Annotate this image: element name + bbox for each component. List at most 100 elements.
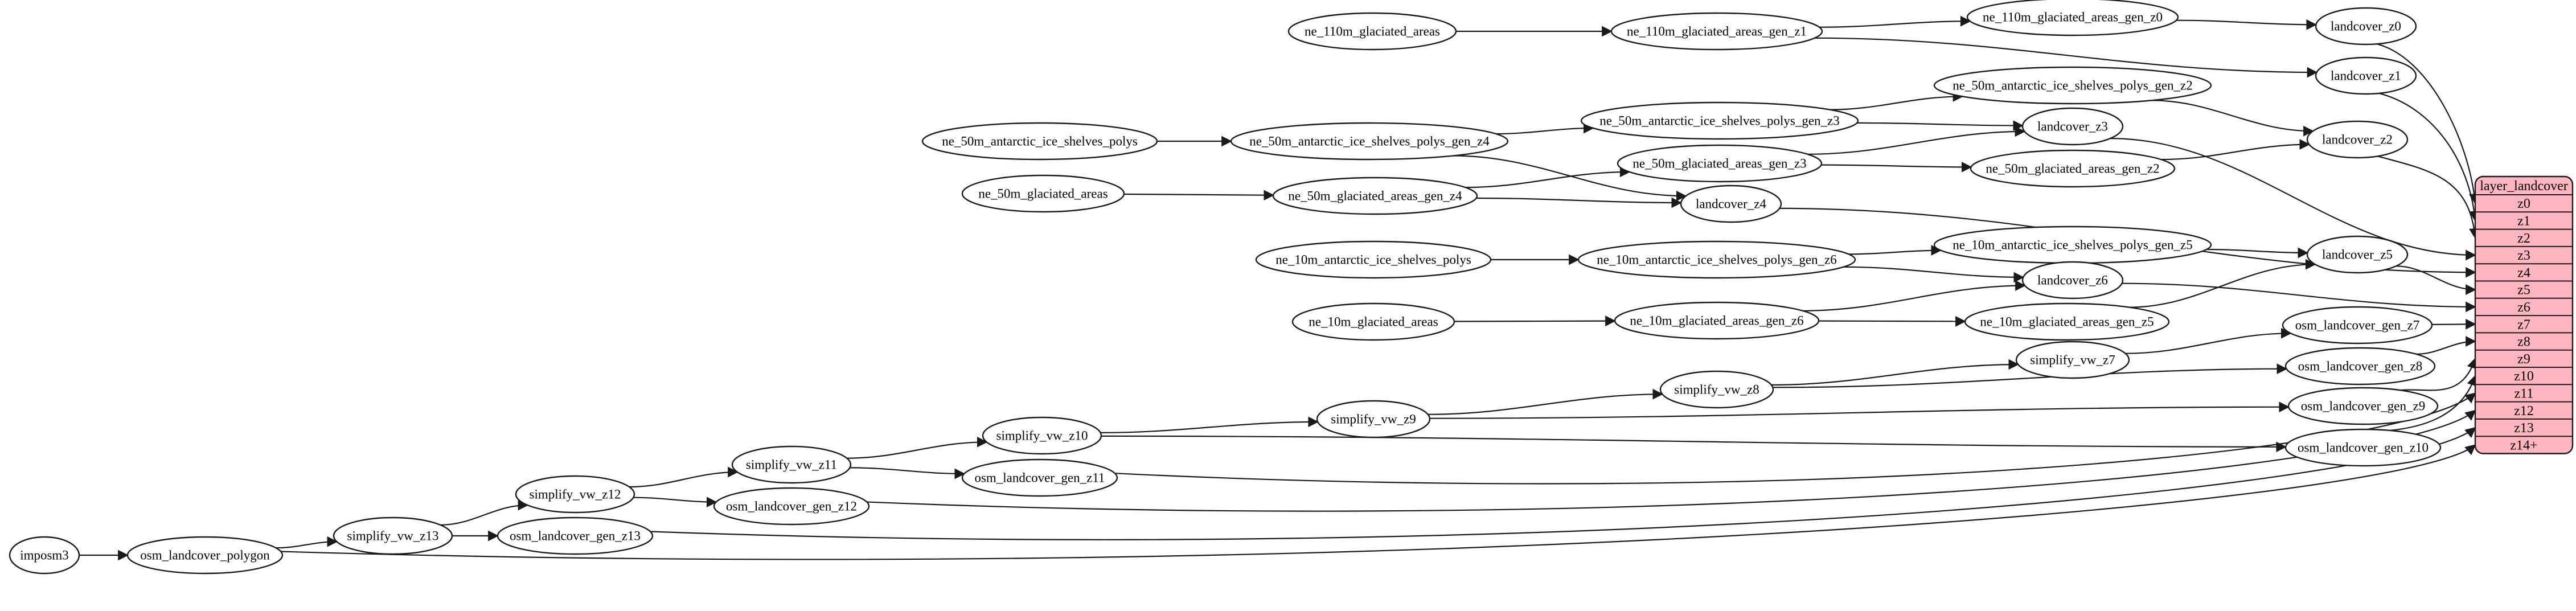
edge-landcover_z5-to-layer_landcover-z5	[2396, 265, 2476, 295]
edge-ne_50m_antarctic_ice_shelves_polys_gen_z3-to-landcover_z3	[1857, 120, 2024, 131]
node-ne_50m_antarctic_ice_shelves_polys_gen_z2: ne_50m_antarctic_ice_shelves_polys_gen_z…	[1933, 66, 2212, 105]
edge-simplify_vw_z10-to-simplify_vw_z9	[1100, 416, 1319, 433]
node-simplify_vw_z8: simplify_vw_z8	[1659, 370, 1774, 409]
node-landcover_z5: landcover_z5	[2306, 235, 2409, 274]
node-osm_landcover_gen_z13: osm_landcover_gen_z13	[497, 516, 654, 555]
node-simplify_vw_z9: simplify_vw_z9	[1316, 400, 1431, 438]
edge-ne_50m_antarctic_ice_shelves_polys_gen_z4-to-ne_50m_antarctic_ice_shelves_polys_gen_z3	[1496, 122, 1594, 135]
edge-simplify_vw_z11-to-osm_landcover_gen_z11	[850, 467, 966, 479]
table-row-label: z5	[2517, 283, 2530, 298]
table-row-label: z6	[2517, 300, 2530, 315]
node-label: osm_landcover_gen_z11	[974, 471, 1105, 485]
table-title: layer_landcover	[2480, 179, 2568, 194]
node-label: simplify_vw_z13	[347, 529, 439, 543]
edge-ne_50m_glaciated_areas-to-ne_50m_glaciated_areas_gen_z4	[1123, 190, 1274, 201]
table-row-z0: z0	[2517, 196, 2530, 211]
edge-simplify_vw_z12-to-osm_landcover_gen_z12	[633, 497, 717, 508]
node-landcover_z0: landcover_z0	[2315, 7, 2417, 46]
node-label: ne_10m_glaciated_areas_gen_z6	[1630, 314, 1803, 328]
node-label: osm_landcover_gen_z9	[2301, 399, 2425, 413]
table-row-z13: z13	[2514, 421, 2534, 436]
table-row-label: z12	[2514, 404, 2534, 419]
node-label: landcover_z4	[1696, 197, 1766, 211]
edge-ne_10m_glaciated_areas_gen_z6-to-ne_10m_glaciated_areas_gen_z5	[1818, 316, 1966, 327]
node-label: ne_10m_antarctic_ice_shelves_polys	[1275, 253, 1471, 267]
edge-landcover_z1-to-layer_landcover-z1	[2379, 92, 2480, 222]
node-label: ne_10m_antarctic_ice_shelves_polys_gen_z…	[1597, 253, 1837, 267]
node-simplify_vw_z10: simplify_vw_z10	[982, 416, 1102, 455]
node-ne_110m_glaciated_areas_gen_z1: ne_110m_glaciated_areas_gen_z1	[1610, 12, 1823, 51]
node-label: osm_landcover_gen_z10	[2298, 441, 2429, 455]
node-ne_10m_antarctic_ice_shelves_polys_gen_z5: ne_10m_antarctic_ice_shelves_polys_gen_z…	[1933, 225, 2212, 264]
table-row-z10: z10	[2514, 369, 2534, 384]
node-osm_landcover_polygon: osm_landcover_polygon	[126, 536, 284, 575]
node-simplify_vw_z13: simplify_vw_z13	[333, 516, 453, 555]
table-row-label: z0	[2517, 196, 2530, 211]
table-row-label: z9	[2517, 352, 2530, 367]
node-ne_50m_glaciated_areas_gen_z2: ne_50m_glaciated_areas_gen_z2	[1970, 149, 2176, 188]
node-label: osm_landcover_gen_z12	[726, 499, 857, 514]
edge-simplify_vw_z13-to-simplify_vw_z12	[440, 499, 529, 526]
table-row-label: z3	[2517, 248, 2530, 263]
edge-ne_50m_glaciated_areas_gen_z3-to-landcover_z3	[1807, 126, 2026, 155]
node-osm_landcover_gen_z7: osm_landcover_gen_z7	[2282, 306, 2433, 345]
edge-landcover_z6-to-layer_landcover-z6	[2122, 282, 2476, 313]
edge-osm_landcover_gen_z7-to-layer_landcover-z7	[2431, 318, 2476, 330]
edge-landcover_z3-to-layer_landcover-z3	[2110, 138, 2476, 261]
node-simplify_vw_z7: simplify_vw_z7	[2015, 341, 2130, 379]
node-label: ne_50m_antarctic_ice_shelves_polys_gen_z…	[1599, 114, 1840, 128]
table-row-z11: z11	[2515, 386, 2534, 401]
node-label: landcover_z6	[2037, 273, 2108, 288]
table-row-label: z13	[2514, 421, 2534, 436]
table-row-z14+: z14+	[2510, 438, 2537, 453]
table-row-label: z11	[2515, 386, 2534, 401]
node-label: ne_50m_glaciated_areas_gen_z3	[1632, 157, 1806, 171]
layer-landcover-table: layer_landcoverz0z1z2z3z4z5z6z7z8z9z10z1…	[2474, 175, 2574, 454]
node-ne_10m_glaciated_areas_gen_z6: ne_10m_glaciated_areas_gen_z6	[1614, 301, 1820, 340]
node-label: osm_landcover_polygon	[140, 548, 270, 563]
edge-osm_landcover_polygon-to-simplify_vw_z13	[276, 536, 338, 549]
edge-simplify_vw_z9-to-osm_landcover_gen_z9	[1429, 401, 2290, 419]
node-ne_110m_glaciated_areas: ne_110m_glaciated_areas	[1287, 12, 1457, 51]
node-label: ne_50m_antarctic_ice_shelves_polys	[942, 134, 1138, 149]
node-label: simplify_vw_z9	[1331, 412, 1416, 427]
node-label: landcover_z1	[2331, 69, 2401, 83]
edge-ne_10m_glaciated_areas_gen_z5-to-landcover_z5	[2129, 259, 2316, 308]
node-ne_50m_glaciated_areas: ne_50m_glaciated_areas	[961, 174, 1125, 213]
node-label: ne_10m_antarctic_ice_shelves_polys_gen_z…	[1952, 238, 2193, 252]
node-label: ne_50m_antarctic_ice_shelves_polys_gen_z…	[1952, 79, 2193, 93]
edge-simplify_vw_z8-to-simplify_vw_z7	[1771, 359, 2019, 386]
node-label: ne_10m_glaciated_areas_gen_z5	[1980, 315, 2153, 329]
node-ne_10m_glaciated_areas_gen_z5: ne_10m_glaciated_areas_gen_z5	[1964, 302, 2170, 341]
table-row-z3: z3	[2517, 248, 2530, 263]
edge-ne_10m_antarctic_ice_shelves_polys_gen_z6-to-landcover_z6	[1843, 266, 2024, 283]
edge-osm_landcover_gen_z8-to-layer_landcover-z8	[2416, 336, 2476, 355]
edge-ne_50m_glaciated_areas_gen_z2-to-landcover_z2	[2161, 139, 2311, 161]
edge-osm_landcover_gen_z12-to-layer_landcover-z12	[867, 409, 2476, 512]
edge-ne_50m_glaciated_areas_gen_z4-to-landcover_z4	[1476, 197, 1683, 208]
edge-simplify_vw_z8-to-osm_landcover_gen_z8	[1773, 363, 2288, 388]
edge-simplify_vw_z11-to-simplify_vw_z10	[847, 436, 988, 459]
node-landcover_z2: landcover_z2	[2306, 120, 2409, 159]
node-ne_10m_antarctic_ice_shelves_polys: ne_10m_antarctic_ice_shelves_polys	[1255, 240, 1492, 279]
node-label: ne_50m_glaciated_areas_gen_z4	[1288, 189, 1462, 203]
edge-simplify_vw_z12-to-simplify_vw_z11	[629, 466, 739, 488]
node-label: ne_50m_antarctic_ice_shelves_polys_gen_z…	[1249, 134, 1490, 149]
node-label: ne_110m_glaciated_areas_gen_z0	[1983, 10, 2163, 24]
node-label: ne_110m_glaciated_areas_gen_z1	[1627, 24, 1807, 39]
node-label: simplify_vw_z7	[2030, 353, 2115, 367]
node-osm_landcover_gen_z12: osm_landcover_gen_z12	[713, 487, 870, 526]
edge-osm_landcover_gen_z9-to-layer_landcover-z9	[2400, 358, 2477, 391]
node-label: simplify_vw_z12	[530, 487, 621, 502]
node-label: simplify_vw_z11	[746, 458, 837, 472]
edge-ne_10m_antarctic_ice_shelves_polys_gen_z6-to-ne_10m_antarctic_ice_shelves_polys_gen_z5	[1848, 245, 1942, 256]
node-label: ne_110m_glaciated_areas	[1305, 24, 1440, 39]
table-row-z8: z8	[2517, 335, 2530, 350]
edge-ne_110m_glaciated_areas_gen_z1-to-landcover_z1	[1814, 37, 2318, 78]
node-ne_10m_glaciated_areas: ne_10m_glaciated_areas	[1291, 302, 1455, 341]
node-ne_50m_glaciated_areas_gen_z4: ne_50m_glaciated_areas_gen_z4	[1272, 177, 1478, 215]
table-row-z1: z1	[2517, 214, 2530, 228]
table-row-z4: z4	[2517, 265, 2530, 280]
